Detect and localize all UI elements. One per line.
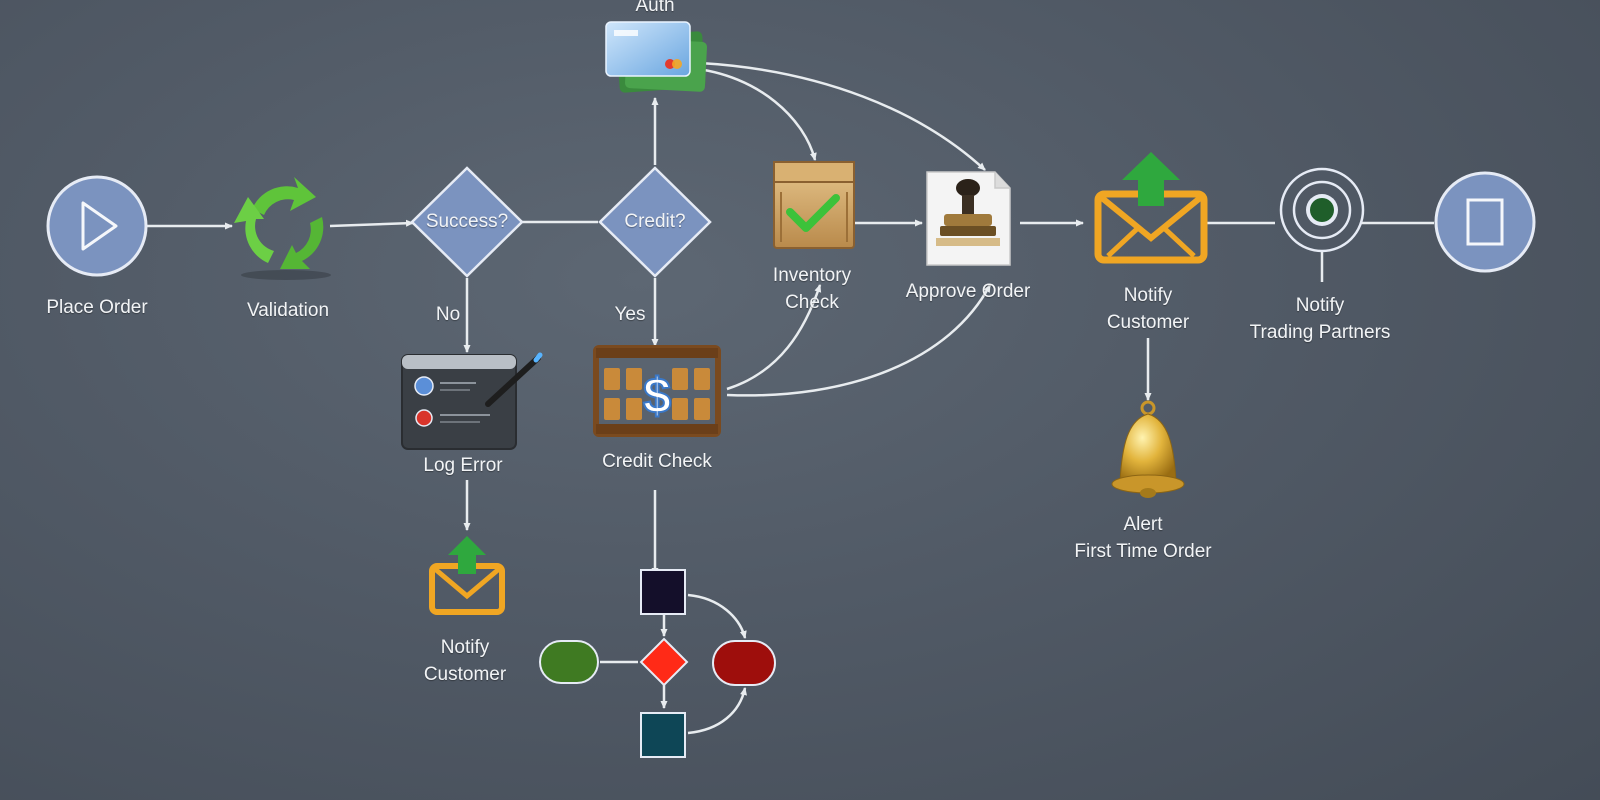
broadcast-icon[interactable] bbox=[1279, 167, 1365, 253]
start-node[interactable] bbox=[46, 175, 148, 277]
notify-customer-error-label: Notify Customer bbox=[424, 634, 506, 688]
alert-label-line2: First Time Order bbox=[1074, 541, 1212, 562]
credit-check-label: Credit Check bbox=[602, 451, 712, 472]
credit-decision[interactable] bbox=[598, 166, 712, 278]
mail-upload-icon[interactable] bbox=[429, 536, 505, 615]
subflow-edge bbox=[687, 593, 747, 639]
edge-label-no: No bbox=[435, 304, 461, 325]
mail-upload-icon[interactable] bbox=[1094, 152, 1208, 264]
success-decision[interactable] bbox=[410, 166, 524, 278]
inventory-check-label-line2: Check bbox=[785, 292, 839, 313]
edge-label-yes: Yes bbox=[614, 304, 646, 325]
subflow-end[interactable] bbox=[712, 640, 776, 686]
crate-checkmark-icon[interactable] bbox=[773, 161, 855, 249]
svg-text:$: $ bbox=[643, 368, 671, 424]
notify-customer-error-label-line1: Notify bbox=[440, 637, 490, 658]
log-error-label: Log Error bbox=[423, 455, 503, 476]
rubber-stamp-icon[interactable] bbox=[926, 171, 1011, 266]
edge-creditcheck-inventory bbox=[726, 284, 822, 391]
approve-order-label: Approve Order bbox=[905, 281, 1031, 302]
edge-creditcheck-approve bbox=[726, 284, 992, 397]
auth-label: Auth bbox=[635, 0, 675, 16]
notify-trading-partners-label: Notify Trading Partners bbox=[1250, 292, 1391, 346]
credit-card-icon[interactable] bbox=[605, 21, 707, 93]
edge-validation-success bbox=[329, 219, 414, 228]
recycle-icon[interactable] bbox=[234, 177, 331, 280]
alert-label-line1: Alert bbox=[1123, 514, 1163, 535]
edge-auth-inventory bbox=[689, 66, 817, 161]
notify-trading-partners-label-line1: Notify bbox=[1295, 295, 1345, 316]
end-node[interactable] bbox=[1434, 171, 1536, 273]
play-icon bbox=[81, 201, 118, 251]
subflow-start[interactable] bbox=[539, 640, 599, 684]
subflow-decision[interactable] bbox=[639, 637, 689, 687]
connectors bbox=[147, 61, 1434, 576]
notify-trading-partners-label-line2: Trading Partners bbox=[1249, 322, 1391, 343]
bell-icon[interactable] bbox=[1111, 400, 1185, 498]
inventory-check-label-line1: Inventory bbox=[772, 265, 852, 286]
notify-customer-label-line2: Customer bbox=[1106, 312, 1190, 333]
validation-label: Validation bbox=[246, 300, 330, 321]
subflow-edge bbox=[687, 687, 747, 735]
credit-decision-label: Credit? bbox=[624, 211, 686, 232]
success-decision-label: Success? bbox=[425, 211, 509, 232]
abacus-dollar-icon[interactable]: $ bbox=[593, 345, 721, 437]
subflow-task-bottom[interactable] bbox=[640, 712, 686, 758]
error-log-icon[interactable] bbox=[401, 352, 543, 450]
edge-auth-approve bbox=[699, 61, 986, 171]
notify-customer-label: Notify Customer bbox=[1107, 282, 1189, 336]
inventory-check-label: Inventory Check bbox=[773, 262, 851, 316]
notify-customer-error-label-line2: Customer bbox=[423, 664, 507, 685]
notify-customer-label-line1: Notify bbox=[1123, 285, 1173, 306]
subflow-task-top[interactable] bbox=[640, 569, 686, 615]
place-order-label: Place Order bbox=[46, 297, 148, 318]
credit-check-subflow bbox=[539, 569, 776, 758]
alert-first-time-order-label: Alert First Time Order bbox=[1074, 511, 1211, 565]
stop-icon bbox=[1466, 198, 1504, 246]
